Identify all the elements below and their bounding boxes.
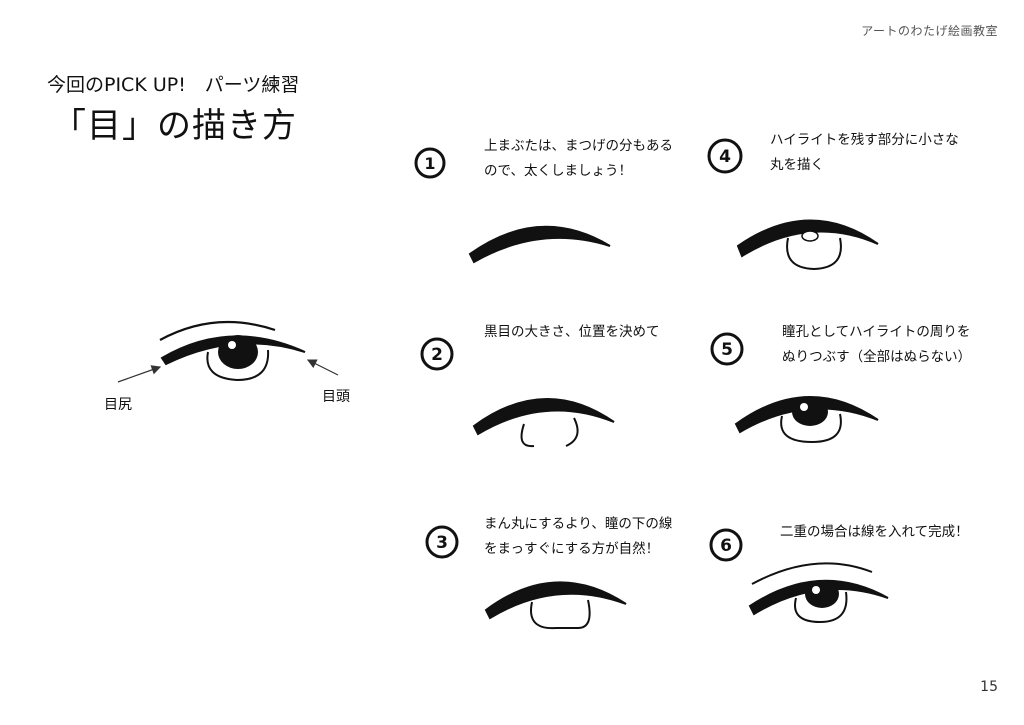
step-2-text: 黒目の大きさ、位置を決めて [484, 324, 660, 340]
brand-name: アートのわたげ絵画教室 [861, 24, 998, 38]
svg-text:4: 4 [719, 147, 731, 167]
step-5-eye [734, 395, 879, 444]
svg-text:3: 3 [436, 533, 448, 553]
label-inner-corner: 目頭 [322, 389, 350, 405]
svg-text:1: 1 [424, 154, 435, 173]
page-title: 「目」の描き方 [52, 106, 297, 146]
step-5-number: 5 [710, 332, 744, 366]
page-number: 15 [980, 679, 998, 695]
step-1-number: 1 [414, 147, 446, 179]
svg-text:6: 6 [720, 536, 732, 556]
step-2-number: 2 [420, 337, 454, 371]
step-3-text: まん丸にするより、瞳の下の線をまっすぐにする方が自然！ [484, 516, 673, 557]
page-subtitle: 今回のPICK UP! パーツ練習 [47, 74, 300, 96]
step-1-text: 上まぶたは、まつげの分もあるので、太くしましょう！ [484, 138, 673, 179]
label-outer-corner: 目尻 [104, 397, 132, 413]
step-5-text: 瞳孔としてハイライトの周りをぬりつぶす（全部はぬらない） [782, 324, 972, 365]
step-3-number: 3 [425, 525, 459, 559]
step-4-eye [736, 219, 879, 271]
step-1-eye [468, 225, 611, 264]
step-4-text: ハイライトを残す部分に小さな丸を描く [770, 132, 959, 173]
step-6-eye [748, 562, 889, 624]
main-eye-illustration [117, 320, 339, 383]
step-3-eye [484, 581, 627, 630]
step-2-eye [472, 397, 615, 448]
step-6-text: 二重の場合は線を入れて完成！ [780, 524, 969, 540]
svg-text:5: 5 [721, 340, 733, 360]
step-6-number: 6 [709, 528, 743, 562]
svg-text:2: 2 [431, 345, 443, 365]
step-4-number: 4 [707, 138, 743, 174]
